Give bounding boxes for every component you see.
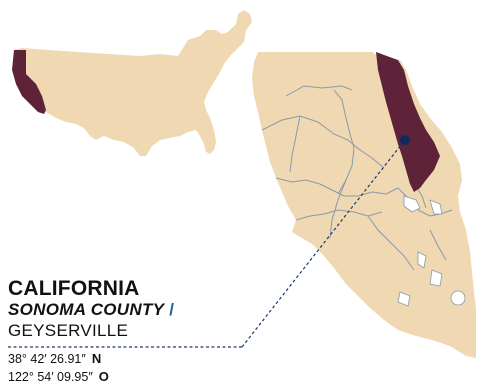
- usa-land: [14, 10, 252, 156]
- latitude-direction: N: [91, 351, 102, 366]
- location-labels: CALIFORNIA SONOMA COUNTY / GEYSERVILLE: [8, 278, 174, 341]
- latitude-value: 38° 42′ 26.91″: [8, 352, 86, 366]
- county-separator: /: [169, 300, 175, 319]
- usa-california: [12, 50, 46, 114]
- longitude-value: 122° 54′ 09.95″: [8, 370, 93, 384]
- county-map: [252, 52, 476, 358]
- county-label: SONOMA COUNTY: [8, 300, 165, 319]
- longitude-direction: O: [98, 369, 109, 384]
- water-features: [397, 195, 466, 307]
- latitude-row: 38° 42′ 26.91″ N: [8, 350, 109, 368]
- county-land: [252, 52, 476, 358]
- state-label: CALIFORNIA: [8, 277, 140, 300]
- county-boundaries: [261, 85, 453, 271]
- county-row: SONOMA COUNTY /: [8, 300, 174, 320]
- longitude-row: 122° 54′ 09.95″ O: [8, 368, 109, 386]
- city-label: GEYSERVILLE: [8, 321, 129, 340]
- coordinates-block: 38° 42′ 26.91″ N 122° 54′ 09.95″ O: [8, 350, 109, 386]
- usa-inset-map: [12, 10, 252, 156]
- location-marker-dot: [400, 135, 410, 145]
- sonoma-county: [376, 52, 440, 192]
